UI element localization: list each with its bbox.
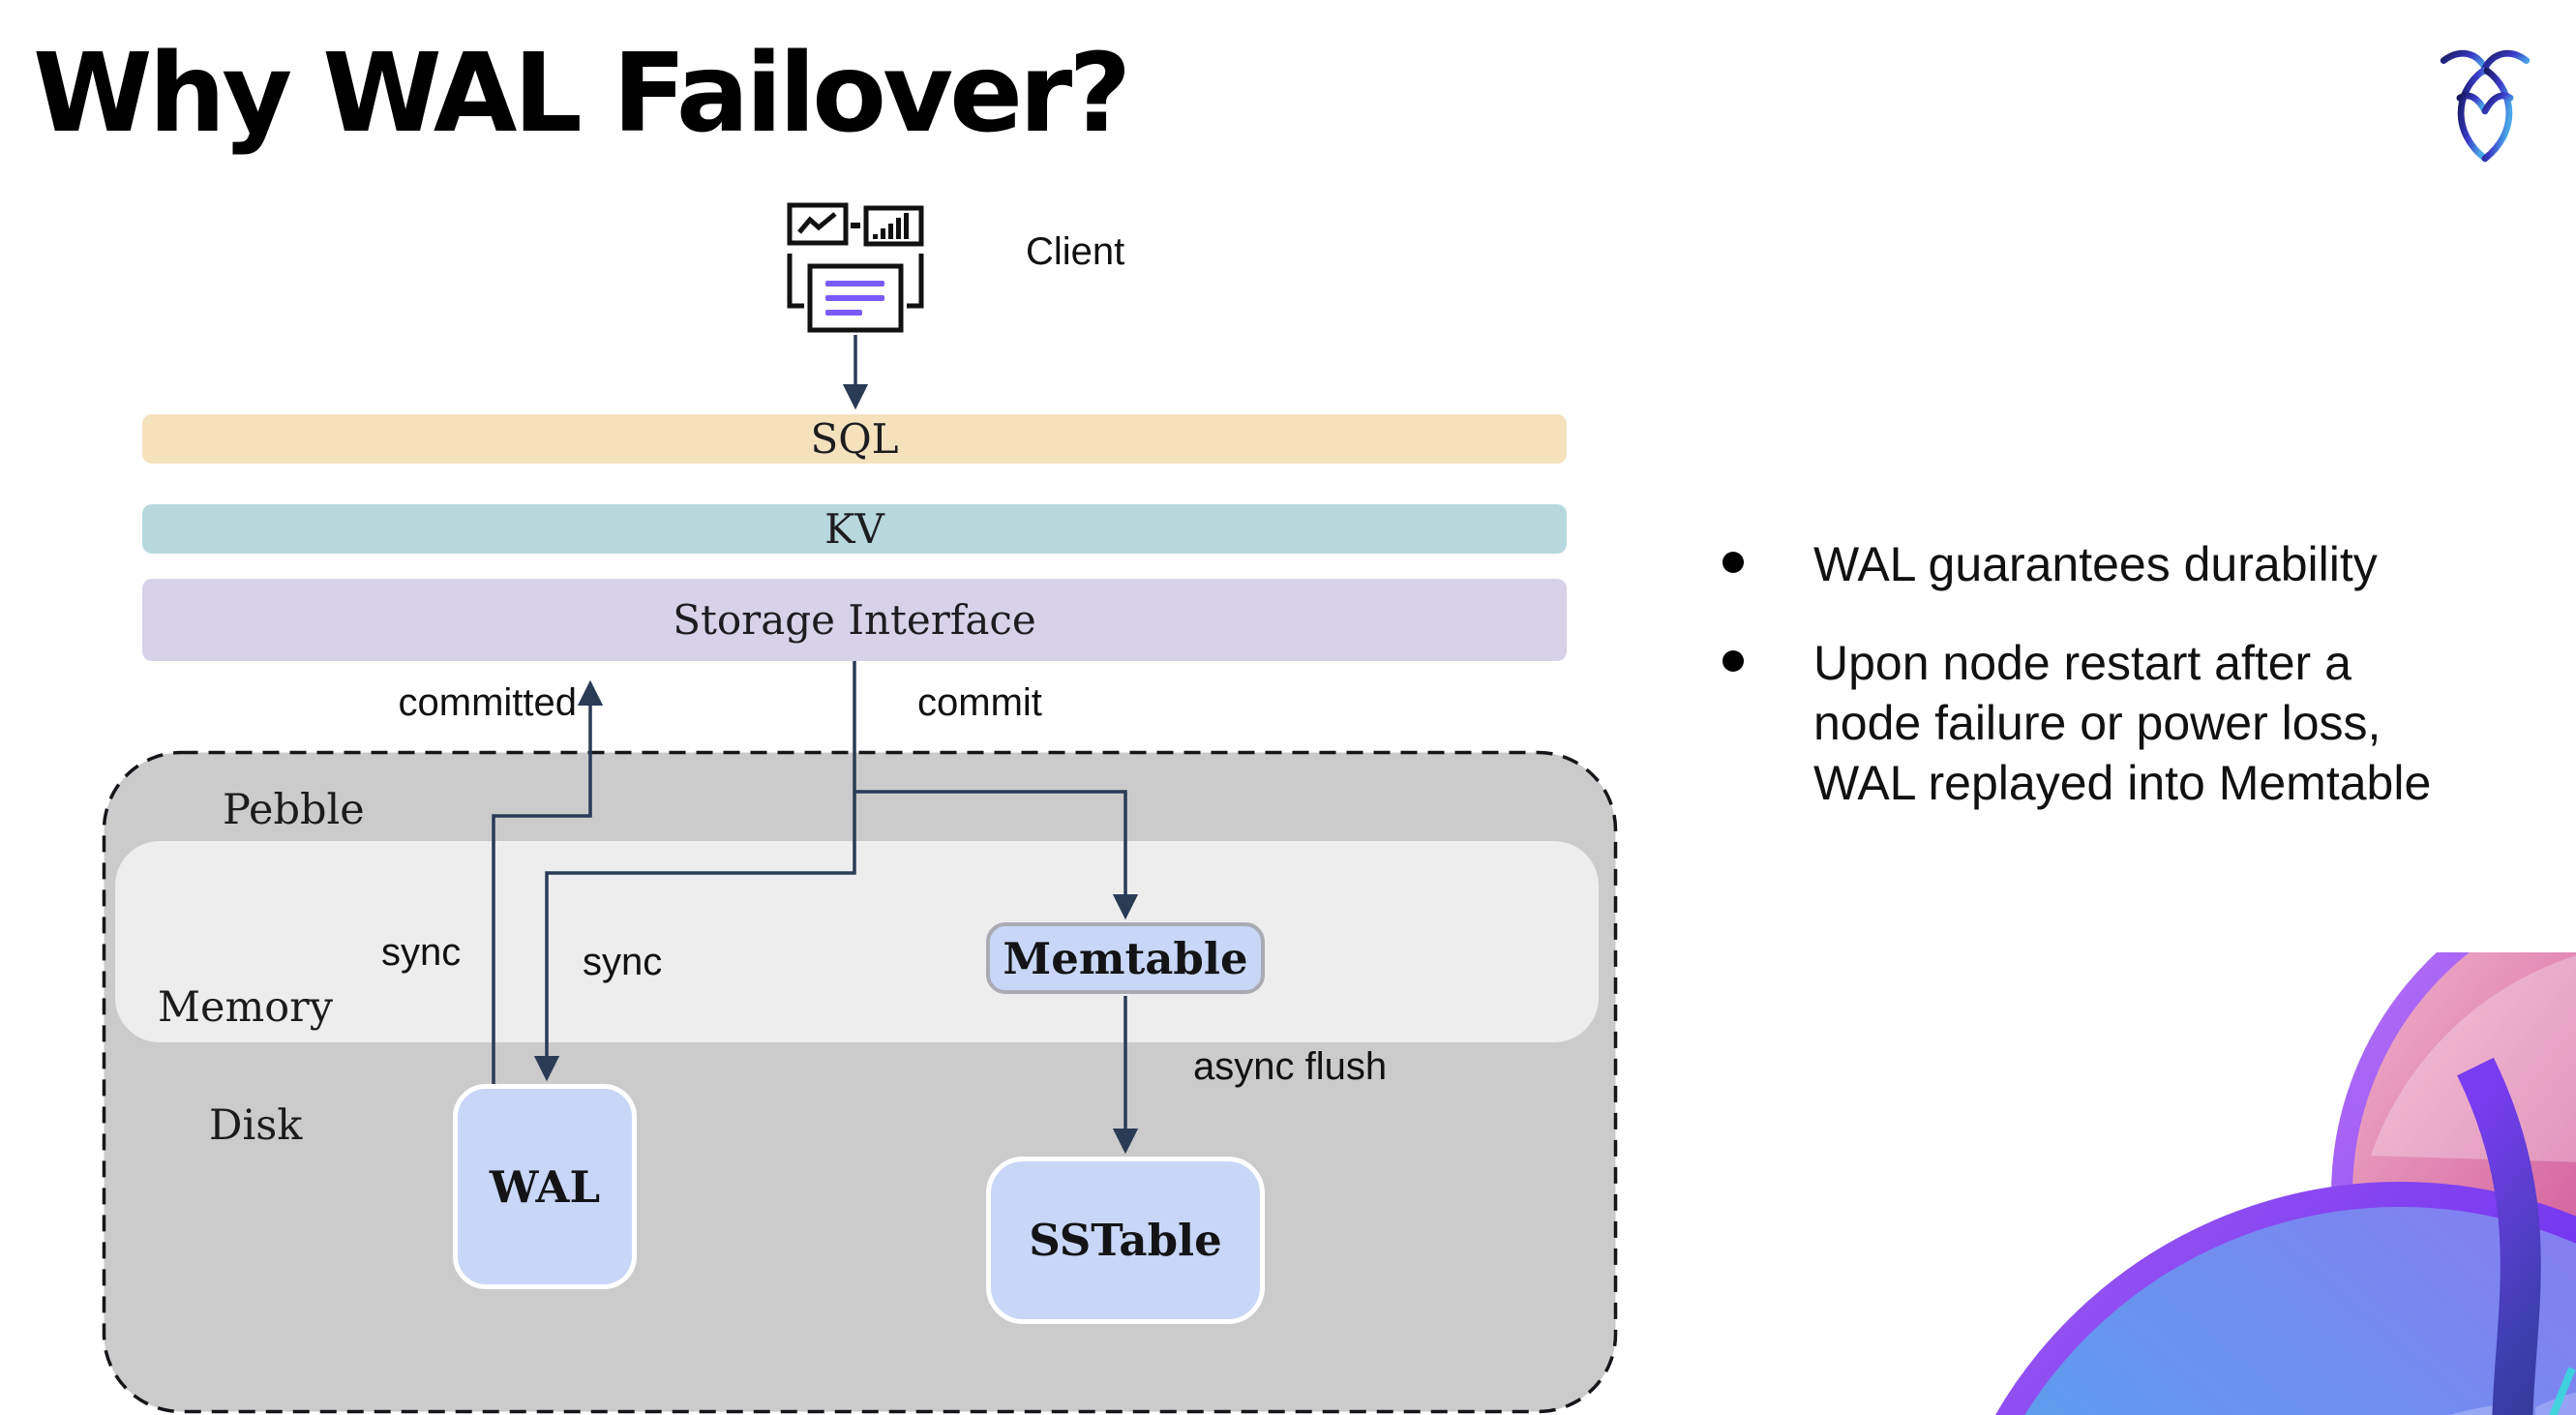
layer-bar-kv: KV	[142, 504, 1567, 554]
wal-node: WAL	[453, 1084, 637, 1289]
client-app-icon	[787, 202, 924, 336]
brand-sphere-graphic	[1993, 952, 2576, 1415]
list-item: WAL guarantees durability	[1709, 534, 2512, 594]
layer-bar-sql: SQL	[142, 414, 1567, 464]
disk-zone-label: Disk	[209, 1101, 303, 1150]
client-label: Client	[1026, 230, 1125, 273]
page-title: Why WAL Failover?	[33, 31, 1131, 157]
wal-node-label: WAL	[489, 1160, 601, 1213]
bullet-text: Upon node restart after a node failure o…	[1813, 636, 2432, 810]
edge-label-sync-right: sync	[583, 941, 663, 983]
sstable-node-label: SSTable	[1029, 1215, 1222, 1266]
layer-label-storage-interface: Storage Interface	[673, 596, 1036, 644]
memtable-node: Memtable	[986, 922, 1265, 994]
bullet-list: WAL guarantees durability Upon node rest…	[1709, 534, 2512, 813]
memtable-node-label: Memtable	[1003, 932, 1248, 984]
pebble-label: Pebble	[223, 786, 365, 834]
bullet-dot-icon	[1722, 552, 1744, 573]
bullet-dot-icon	[1722, 650, 1744, 672]
sstable-node: SSTable	[986, 1157, 1265, 1324]
cockroachdb-logo-icon	[2439, 46, 2531, 163]
edge-label-commit: commit	[917, 681, 1042, 724]
edge-label-sync-left: sync	[381, 931, 462, 974]
bullet-text: WAL guarantees durability	[1813, 537, 2378, 591]
edge-label-committed: committed	[398, 681, 578, 724]
memory-zone-label: Memory	[158, 983, 333, 1032]
list-item: Upon node restart after a node failure o…	[1709, 633, 2512, 813]
layer-bar-storage-interface: Storage Interface	[142, 579, 1567, 661]
edge-label-async-flush: async flush	[1193, 1045, 1388, 1088]
layer-label-kv: KV	[824, 505, 884, 553]
layer-label-sql: SQL	[810, 415, 899, 463]
memory-zone	[115, 841, 1599, 1042]
